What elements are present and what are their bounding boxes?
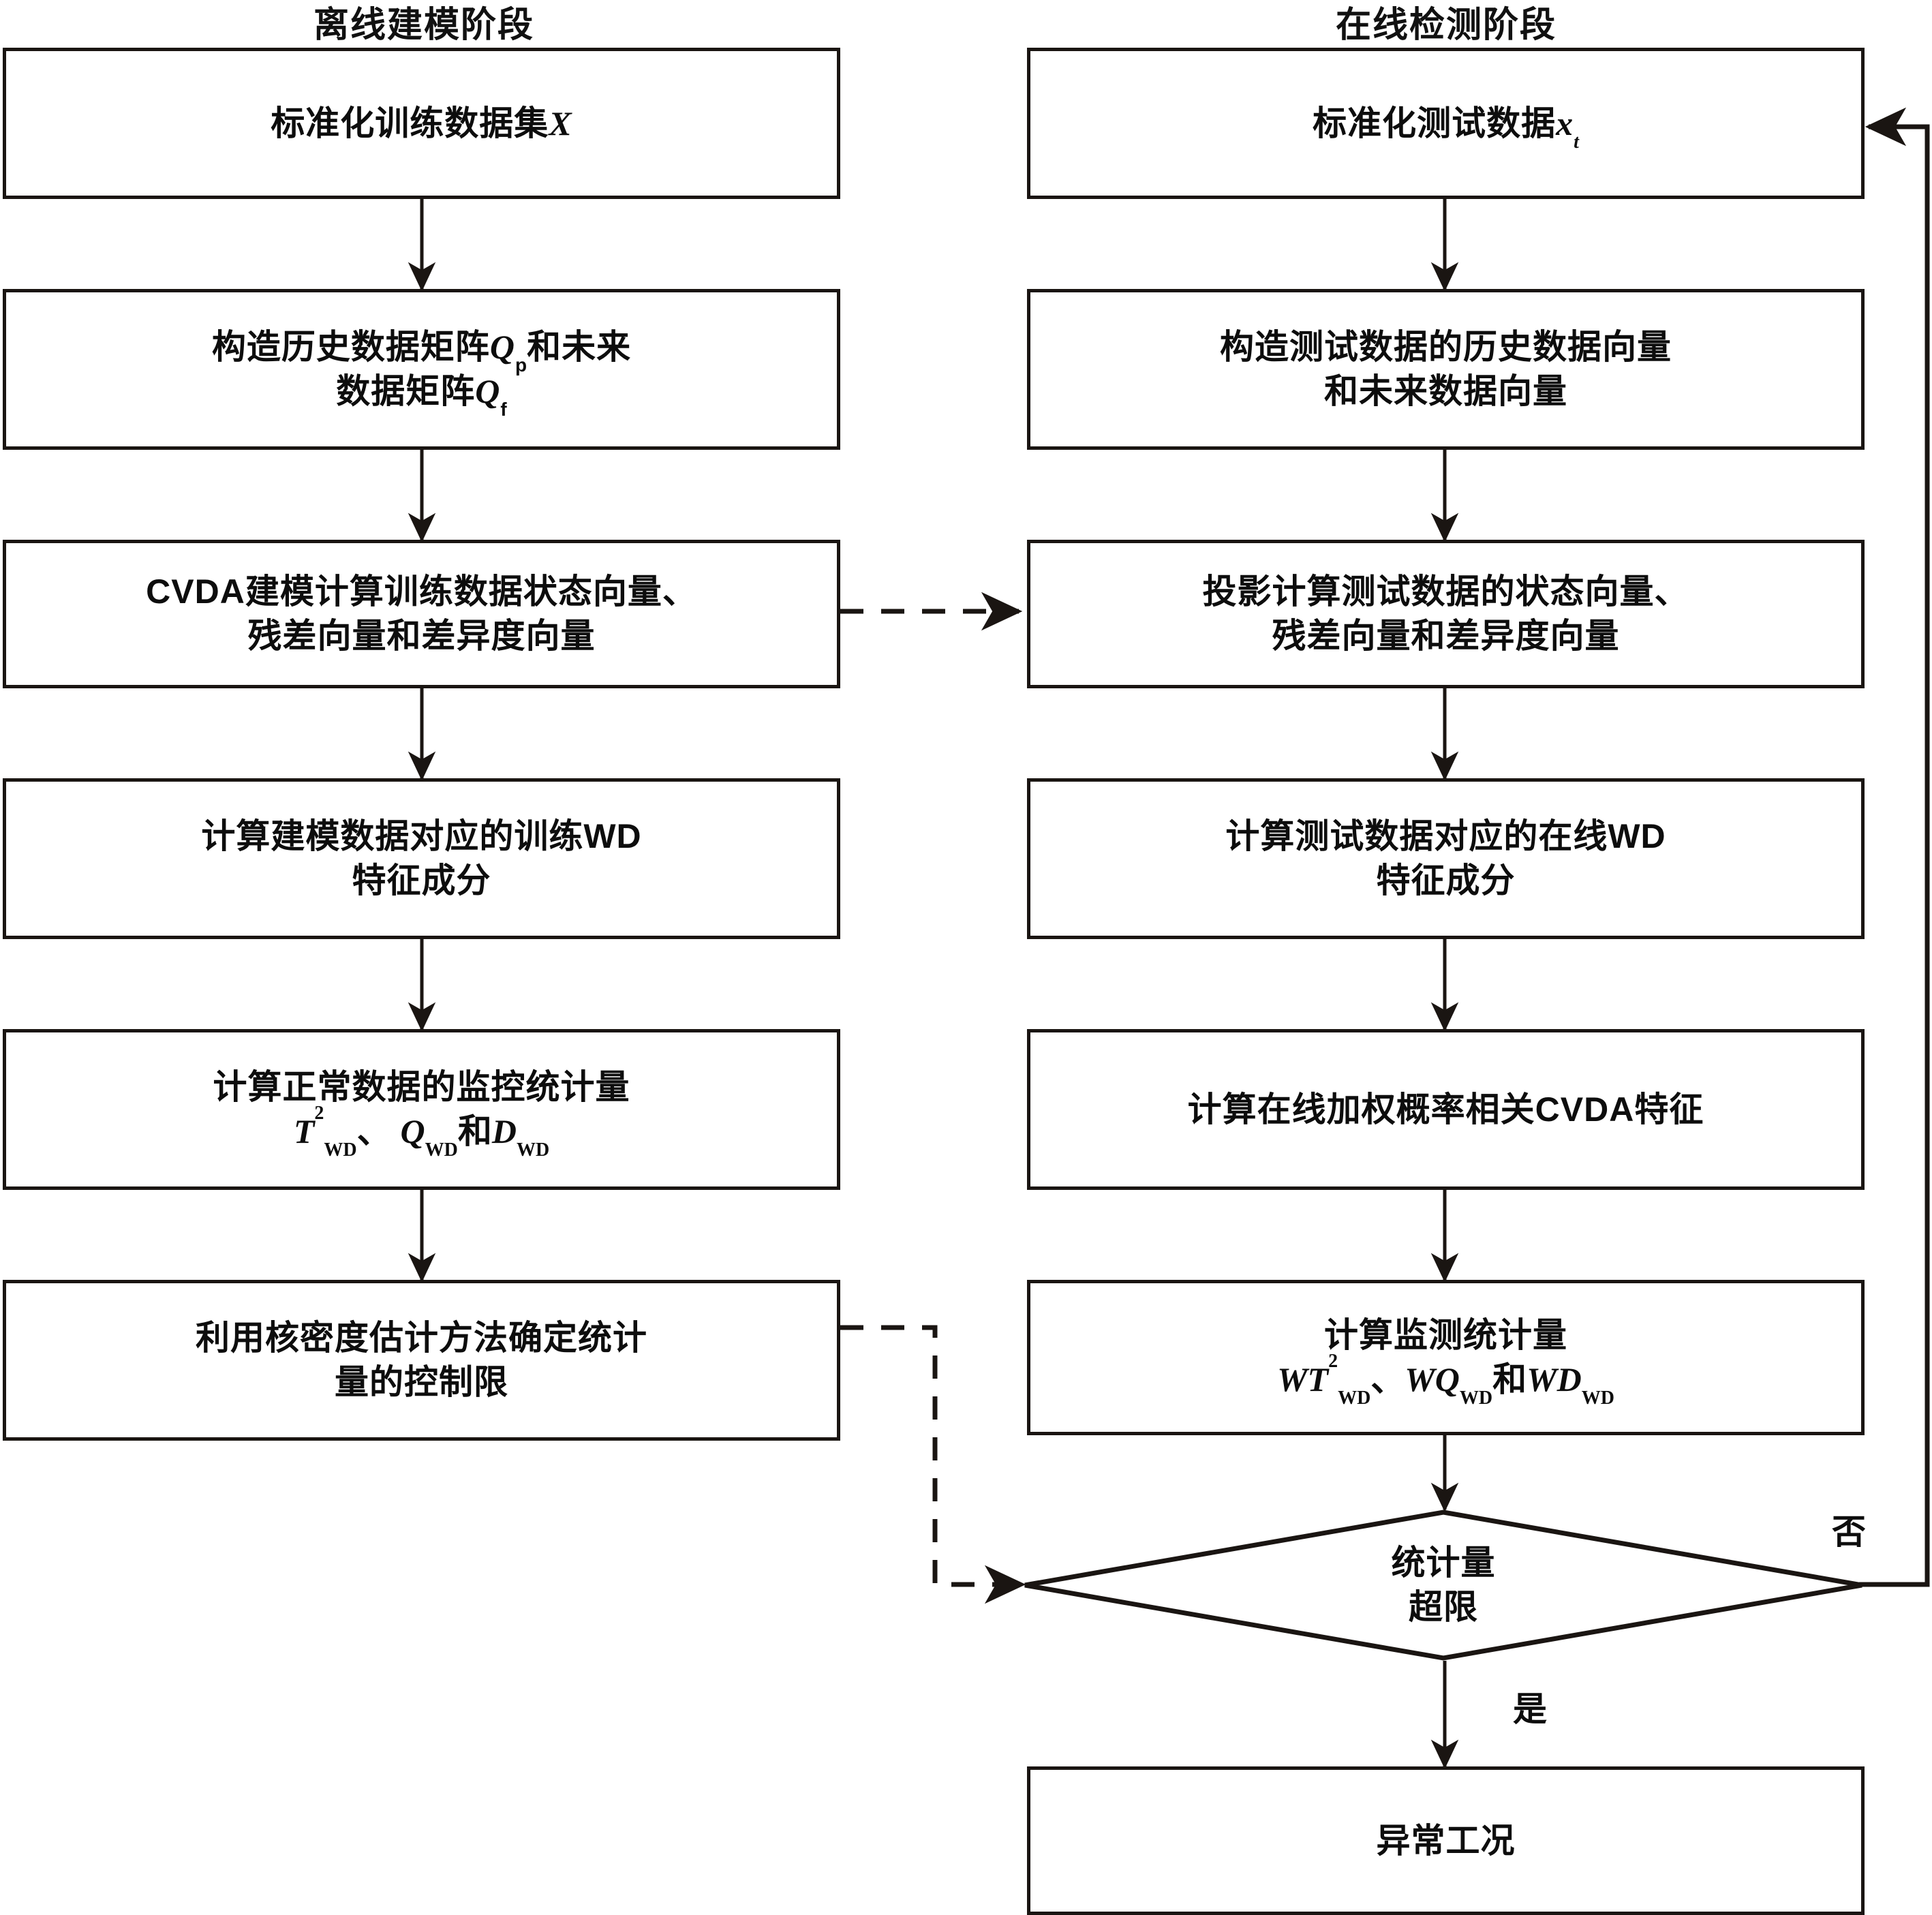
- node-build-vectors-text: 构造测试数据的历史数据向量 和未来数据向量: [1220, 328, 1672, 410]
- node-cvda-model[interactable]: CVDA建模计算训练数据状态向量、 残差向量和差异度向量: [3, 540, 840, 688]
- node-projection-text: 投影计算测试数据的状态向量、 残差向量和差异度向量: [1202, 572, 1689, 655]
- node-online-wd-text: 计算测试数据对应的在线WD 特征成分: [1225, 817, 1666, 900]
- node-control-limits[interactable]: 利用核密度估计方法确定统计 量的控制限: [3, 1280, 840, 1441]
- node-online-wd[interactable]: 计算测试数据对应的在线WD 特征成分: [1027, 778, 1865, 939]
- node-test-data[interactable]: 标准化测试数据xt: [1027, 48, 1865, 199]
- node-cvda-model-text: CVDA建模计算训练数据状态向量、 残差向量和差异度向量: [146, 572, 697, 655]
- node-build-matrices-text: 构造历史数据矩阵Qp和未来 数据矩阵Qf: [211, 328, 632, 420]
- node-monitor-stats[interactable]: 计算监测统计量 WT2WD、WQWD和WDWD: [1027, 1280, 1865, 1435]
- feedback-arrow-no-branch: [1859, 107, 1930, 1587]
- node-control-limits-text: 利用核密度估计方法确定统计 量的控制限: [196, 1319, 647, 1401]
- node-weighted-cvda-text: 计算在线加权概率相关CVDA特征: [1187, 1090, 1704, 1129]
- phase-title-online: 在线检测阶段: [1335, 5, 1557, 45]
- node-train-wd[interactable]: 计算建模数据对应的训练WD 特征成分: [3, 778, 840, 939]
- edge-label-no: 否: [1832, 1513, 1866, 1551]
- node-normal-stats-text: 计算正常数据的监控统计量 T2WD、 QWD和DWD: [213, 1068, 630, 1161]
- node-stat-exceed-decision[interactable]: 统计量 超限: [1022, 1510, 1865, 1661]
- node-normal-stats[interactable]: 计算正常数据的监控统计量 T2WD、 QWD和DWD: [3, 1029, 840, 1190]
- node-abnormal-condition-text: 异常工况: [1376, 1821, 1516, 1860]
- node-weighted-cvda[interactable]: 计算在线加权概率相关CVDA特征: [1027, 1029, 1865, 1190]
- node-monitor-stats-text: 计算监测统计量 WT2WD、WQWD和WDWD: [1277, 1316, 1614, 1409]
- node-build-matrices[interactable]: 构造历史数据矩阵Qp和未来 数据矩阵Qf: [3, 289, 840, 450]
- node-abnormal-condition[interactable]: 异常工况: [1027, 1766, 1865, 1915]
- node-train-data-text: 标准化训练数据集X: [271, 104, 572, 142]
- node-train-wd-text: 计算建模数据对应的训练WD 特征成分: [201, 817, 642, 900]
- phase-title-offline: 离线建模阶段: [313, 5, 534, 45]
- node-train-data[interactable]: 标准化训练数据集X: [3, 48, 840, 199]
- dashed-arrow-limits-to-decision: [840, 1325, 1026, 1604]
- node-test-data-text: 标准化测试数据xt: [1313, 104, 1579, 153]
- edge-label-yes: 是: [1513, 1690, 1547, 1728]
- node-projection[interactable]: 投影计算测试数据的状态向量、 残差向量和差异度向量: [1027, 540, 1865, 688]
- node-build-vectors[interactable]: 构造测试数据的历史数据向量 和未来数据向量: [1027, 289, 1865, 450]
- diamond-shape: [1024, 1510, 1862, 1661]
